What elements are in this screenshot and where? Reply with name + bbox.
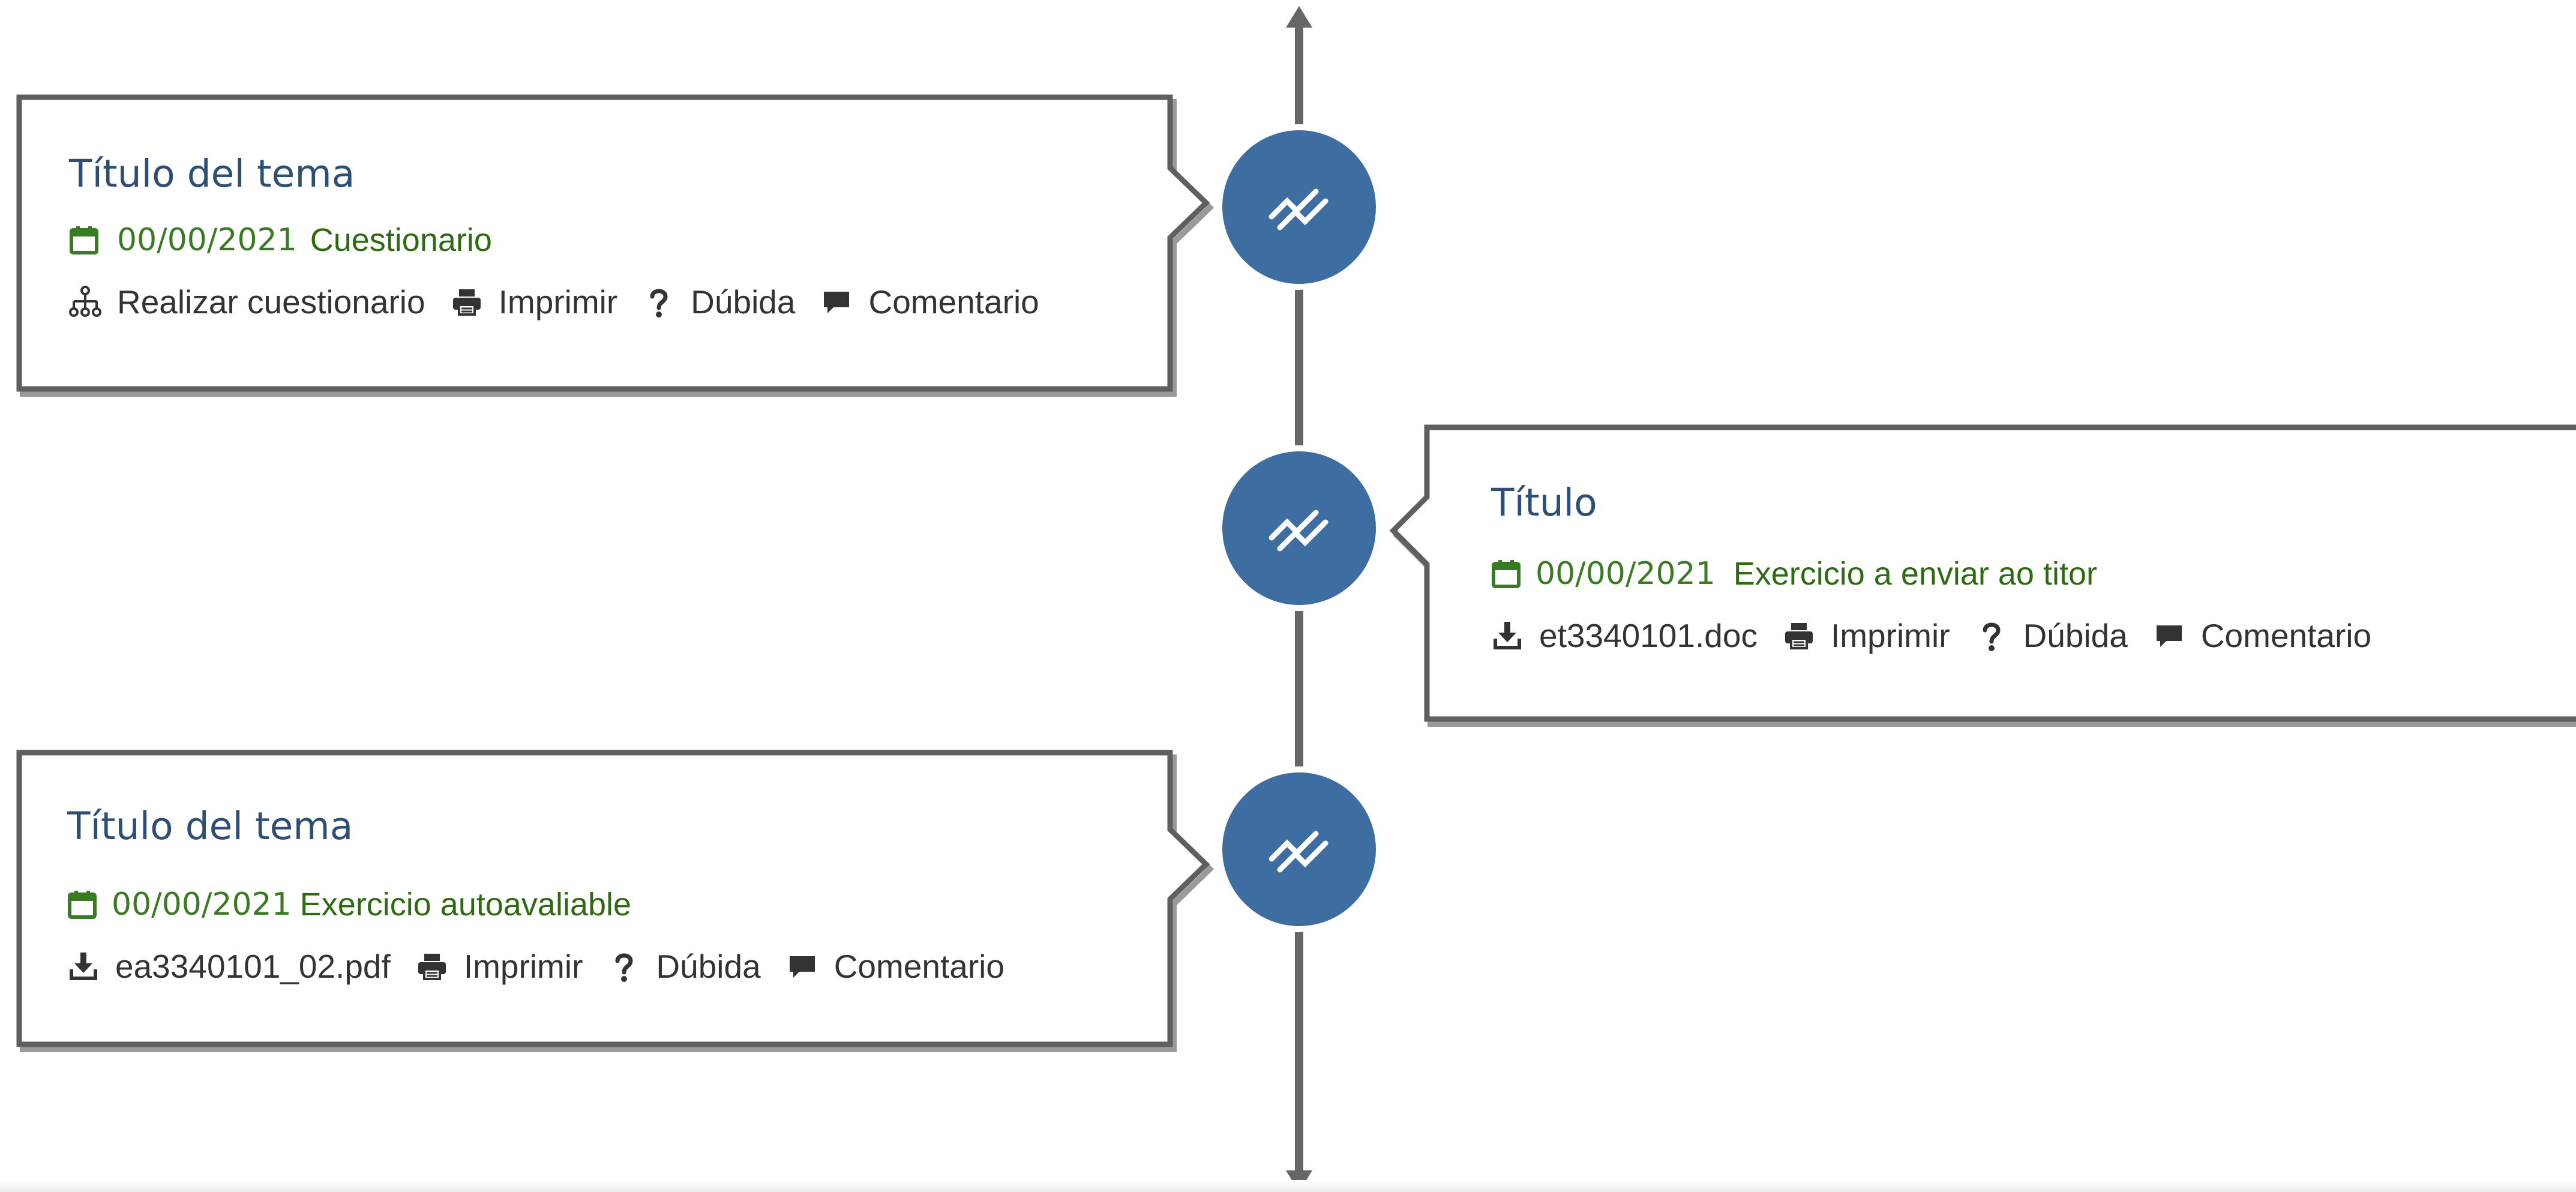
card-type: Cuestionario [310,222,492,258]
download-pdf-button[interactable]: ea3340101_02.pdf [67,947,391,986]
comment-label: Comentario [2200,617,2372,654]
bottom-divider [0,1180,2576,1192]
print-label: Imprimir [498,283,618,321]
take-quiz-button[interactable]: Realizar cuestionario [69,283,425,321]
timeline-card-2: Título 00/00/2021 Exercicio a enviar ao … [1491,484,2371,655]
card-date: 00/00/2021 [112,886,292,923]
trend-chart-icon [1268,831,1329,873]
printer-icon [1783,619,1815,652]
card-date: 00/00/2021 [117,222,297,258]
question-label: Dúbida [2023,617,2128,654]
card-type: Exercicio a enviar ao titor [1733,556,2097,592]
timeline-card-3-frame [16,750,1214,1052]
timeline-card-1: Título del tema 00/00/2021 Cuestionario … [69,155,1039,321]
question-button[interactable]: Dúbida [608,947,761,986]
timeline-card-3: Título del tema 00/00/2021 Exercicio aut… [67,807,1004,986]
download-pdf-label: ea3340101_02.pdf [115,948,391,985]
comment-icon [786,950,818,983]
card-title: Título del tema [69,152,355,196]
print-label: Imprimir [1830,617,1950,654]
question-label: Dúbida [691,283,796,321]
card-type: Exercicio autoavaliable [299,886,632,923]
comment-label: Comentario [833,948,1004,985]
printer-icon [416,950,448,983]
card-meta: 00/00/2021 Cuestionario [69,221,1039,259]
take-quiz-label: Realizar cuestionario [117,283,425,321]
sitemap-icon [69,286,101,318]
comment-button[interactable]: Comentario [2153,616,2371,655]
download-doc-button[interactable]: et3340101.doc [1491,616,1758,655]
card-title: Título del tema [67,804,353,848]
timeline-card-1-frame [16,94,1214,397]
trend-chart-icon [1268,510,1329,552]
calendar-icon [1491,559,1521,589]
card-actions: ea3340101_02.pdf Imprimir Dúbida Comenta… [67,947,1004,986]
timeline-node-2[interactable] [1216,445,1382,611]
card-title: Título [1491,481,1597,525]
download-icon [1491,619,1524,652]
question-label: Dúbida [656,948,761,985]
calendar-icon [69,225,99,255]
timeline-node-3[interactable] [1216,766,1382,932]
timeline-card-2-frame [1389,424,2576,727]
comment-icon [2153,619,2185,652]
comment-icon [820,286,853,318]
question-button[interactable]: Dúbida [643,283,795,321]
card-date: 00/00/2021 [1536,556,1716,592]
timeline-node-1[interactable] [1216,124,1382,290]
card-meta: 00/00/2021 Exercicio a enviar ao titor [1491,555,2371,592]
print-button[interactable]: Imprimir [451,283,618,321]
comment-button[interactable]: Comentario [786,947,1004,986]
comment-button[interactable]: Comentario [820,283,1039,321]
print-button[interactable]: Imprimir [1783,616,1950,655]
question-icon [643,286,675,318]
card-actions: et3340101.doc Imprimir Dúbida Comentario [1491,616,2371,655]
print-button[interactable]: Imprimir [416,947,583,986]
comment-label: Comentario [868,283,1039,321]
question-icon [1975,619,2008,652]
question-icon [608,950,640,983]
question-button[interactable]: Dúbida [1975,616,2128,655]
timeline-arrow-up-icon [1286,6,1312,28]
trend-chart-icon [1268,188,1329,230]
print-label: Imprimir [463,948,583,985]
card-meta: 00/00/2021 Exercicio autoavaliable [67,886,1004,923]
download-icon [67,950,100,983]
printer-icon [451,286,483,318]
calendar-icon [67,889,97,920]
card-actions: Realizar cuestionario Imprimir Dúbida Co… [69,283,1039,321]
download-doc-label: et3340101.doc [1539,617,1758,654]
